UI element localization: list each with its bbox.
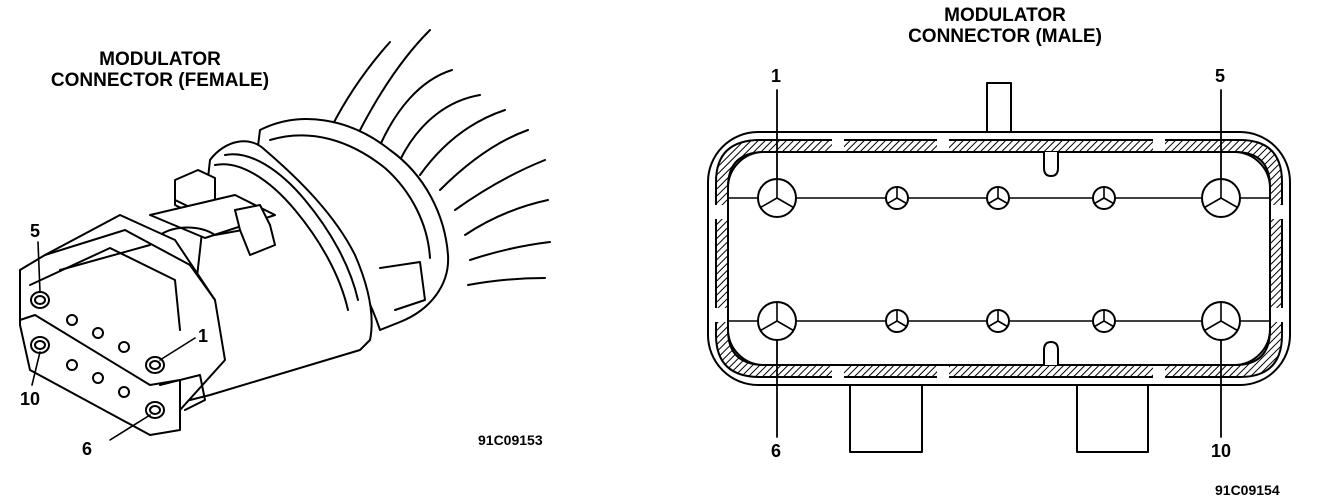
female-pin-6-label: 6 — [82, 439, 93, 459]
seal-gaps — [715, 139, 1283, 378]
male-connector-title: MODULATOR CONNECTOR (MALE) — [860, 6, 1150, 46]
female-title-line1: MODULATOR — [99, 49, 221, 70]
female-pin-10-label: 10 — [20, 389, 41, 409]
female-pin-5-label: 5 — [30, 221, 41, 241]
female-connector-drawing — [19, 29, 551, 441]
female-mating-face — [19, 214, 226, 436]
female-pin-holes — [30, 291, 165, 419]
female-title-line2: CONNECTOR (FEMALE) — [50, 70, 270, 91]
male-title-line2: CONNECTOR (MALE) — [908, 26, 1102, 47]
female-connector-title: MODULATOR CONNECTOR (FEMALE) — [20, 50, 300, 90]
male-pin-10-label: 10 — [1211, 441, 1232, 461]
male-figure-code: 91C09154 — [1215, 482, 1280, 498]
wire-bundle — [329, 29, 551, 286]
male-pin-1-label: 1 — [771, 66, 782, 86]
male-pin-5-label: 5 — [1215, 66, 1226, 86]
male-title-line1: MODULATOR — [944, 5, 1066, 26]
male-pin-6-label: 6 — [771, 441, 782, 461]
female-pin-1-label: 1 — [198, 326, 209, 346]
male-connector-drawing — [707, 82, 1291, 453]
female-figure-code: 91C09153 — [478, 432, 543, 448]
